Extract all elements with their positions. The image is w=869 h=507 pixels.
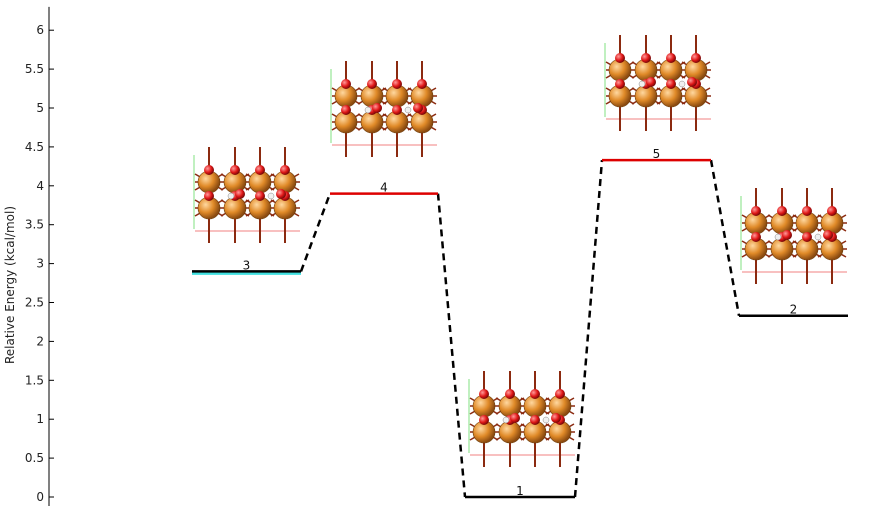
- level-label-1: 1: [516, 484, 524, 498]
- molecule-structure-3: [193, 147, 300, 243]
- molecule-structure-4: [330, 61, 437, 157]
- energy-levels: 3 4 1 5 2: [192, 147, 848, 499]
- connector-line: [436, 193, 467, 498]
- level-label-4: 4: [380, 181, 388, 195]
- y-tick-label: 5.5: [25, 62, 44, 76]
- molecule-structure-2: [740, 188, 847, 284]
- level-label-5: 5: [653, 147, 661, 161]
- connector-line: [709, 159, 741, 316]
- connector-line: [299, 193, 332, 272]
- y-tick-label: 3: [36, 257, 44, 271]
- y-tick-label: 4: [36, 179, 44, 193]
- y-tick-label: 3.5: [25, 218, 44, 232]
- y-tick-label: 0: [36, 490, 44, 504]
- y-axis-title: Relative Energy (kcal/mol): [3, 206, 17, 364]
- y-tick-label: 1: [36, 412, 44, 426]
- y-tick-label: 2: [36, 334, 44, 348]
- y-tick-label: 0.5: [25, 451, 44, 465]
- connectors: [299, 159, 741, 498]
- y-tick-label: 5: [36, 101, 44, 115]
- y-tick-label: 4.5: [25, 140, 44, 154]
- connector-line: [573, 160, 604, 498]
- y-tick-label: 2.5: [25, 296, 44, 310]
- structure-images: [193, 35, 847, 467]
- molecule-structure-5: [604, 35, 711, 131]
- level-label-2: 2: [790, 303, 798, 317]
- level-label-3: 3: [243, 258, 251, 272]
- y-tick-label: 6: [36, 23, 44, 37]
- y-axis: 0 0.5 1 1.5 2 2.5 3 3.5 4 4.5 5 5.5 6: [25, 6, 54, 506]
- molecule-structure-1: [468, 371, 575, 467]
- y-tick-label: 1.5: [25, 373, 44, 387]
